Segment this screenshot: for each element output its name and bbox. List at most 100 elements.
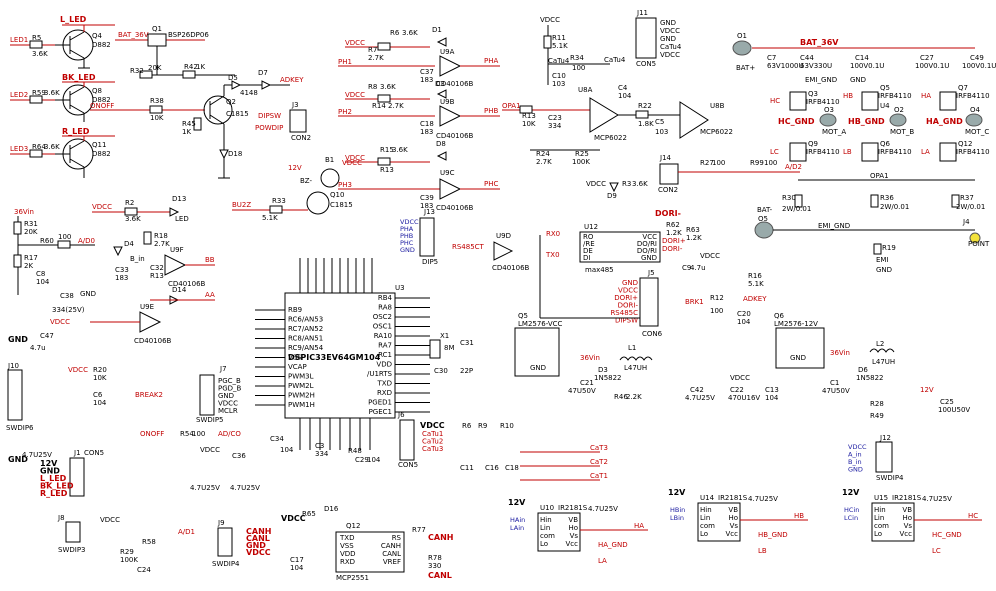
cs-vdcc: VDCC (540, 16, 560, 24)
gate-driver-pin-left: com (540, 532, 555, 540)
r11-val: 5.1K (552, 42, 568, 50)
ad1-label: A/D1 (178, 528, 195, 536)
gate-driver-in-h: HBin (670, 506, 685, 514)
r78-val: 330 (428, 562, 441, 570)
c4-val: 104 (618, 92, 632, 100)
ph3-label: PH3 (338, 181, 352, 189)
r13-ph-ref: R13 (380, 166, 394, 174)
c39-ref: C39 (420, 194, 434, 202)
u12-pin-right: DO/RI (637, 247, 657, 255)
j11-part: CON5 (636, 60, 656, 68)
gate-driver-pin-right: Ho (568, 524, 578, 532)
c7-ref: C7 (767, 54, 776, 62)
u9d-ref: U9D (496, 232, 511, 240)
c33-ref: C33 (115, 266, 129, 274)
j7-pin-label: VDCC (218, 400, 238, 408)
catu-label: CaTu3 (422, 445, 443, 453)
c30-ref: C30 (434, 367, 448, 375)
r65-ref: R65 (302, 510, 316, 518)
dipsw-label: DIPSW (258, 112, 281, 120)
mcu-pin-left-label: RC7/AN52 (288, 325, 323, 333)
gate-driver-chip (697, 502, 741, 542)
mcu-pin-right-label: OSC2 (373, 313, 392, 321)
d1-ref: D1 (432, 26, 442, 34)
point-pad (969, 232, 981, 244)
c49-ref: C49 (970, 54, 984, 62)
j6-r9: R9 (478, 422, 487, 430)
c38-ref: C38 (60, 292, 74, 300)
r27-val: 100 (712, 159, 725, 167)
gate-driver-pin-right: Vcc (726, 530, 739, 538)
c13-ref: C13 (765, 386, 779, 394)
c24-ref: C24 (137, 566, 151, 574)
c31-ref: C31 (460, 339, 474, 347)
c6-val: 104 (93, 399, 107, 407)
o3-ref: O3 (824, 106, 834, 114)
r19-ref: R19 (882, 244, 896, 252)
r62-ref: R62 (666, 221, 680, 229)
r62-val: 1.2K (666, 229, 682, 237)
l2-val: L47UH (872, 358, 895, 366)
r37-val: 2W/0.01 (956, 203, 985, 211)
gate-driver-lo-label: LC (932, 547, 941, 555)
r78-ref: R78 (428, 554, 442, 562)
mcu-pin-left-label: PWM3L (288, 373, 314, 381)
r2-val: 3.6K (125, 215, 141, 223)
mot-b-pad (889, 113, 907, 127)
u9a-part: CD40106B (436, 80, 474, 88)
q11-ref: Q11 (92, 141, 106, 149)
mcu-pin-right-label: VDD (376, 361, 392, 369)
canh-out: CANH (428, 533, 453, 542)
mcu-pin-right-label: OSC1 (373, 323, 392, 331)
r2-ref: R2 (125, 199, 134, 207)
r64-val: 3.6K (44, 143, 60, 151)
j13-phc: PHC (400, 239, 414, 247)
b1-ref: B1 (325, 156, 334, 164)
gate-driver-pin-left: Hin (874, 506, 886, 514)
gate-driver-pin-right: Vs (730, 522, 739, 530)
bat-minus-pad (754, 221, 774, 239)
mosfet-a-high: Q7 IRFB4110 HA (921, 84, 990, 111)
r45-val: 1K (182, 128, 191, 136)
q5-gnd: GND (530, 364, 546, 372)
c22-ref: C22 (730, 386, 744, 394)
r63-val: 1.2K (686, 234, 702, 242)
j11-vdcc2: VDCC (660, 51, 680, 59)
reg-q5-ref: Q5 (518, 312, 528, 320)
q2-ref: Q2 (226, 98, 236, 106)
r28-ref: R28 (870, 400, 884, 408)
c6-ref: C6 (93, 391, 103, 399)
reg-vdcc: VDCC (730, 374, 750, 382)
r22-val: 1.8K (638, 120, 654, 128)
catu4-label-2: CaTu4 (548, 57, 570, 65)
gate-driver-pin-left: com (874, 522, 889, 530)
bridge-gnd-2: GND (876, 266, 892, 274)
r7-ref: R7 (368, 46, 377, 54)
u12-part: max485 (585, 266, 614, 274)
r60-ref: R60 (40, 237, 54, 245)
mosfet-c-low: Q9 IRFB4110 LC (770, 140, 840, 162)
r54-val: 100 (192, 430, 205, 438)
mosfet-b-low: Q6 IRFB4110 LB (843, 140, 912, 162)
c14-val: 100V0.1U (850, 62, 884, 70)
gate-driver-chip (537, 512, 581, 552)
c3-val: 334 (315, 450, 329, 458)
c31-val: 22P (460, 367, 473, 375)
emi-label: EMI (876, 256, 889, 264)
reg-q6-ref: Q6 (774, 312, 785, 320)
adkey-label: ADKEY (280, 76, 304, 84)
r13-opamp-ref: R13 (150, 272, 164, 280)
j12-pin-label: B_in (848, 458, 862, 466)
buzzer-vdcc-label: VDCC (342, 159, 362, 167)
u12-pin-right: GND (641, 254, 657, 262)
b-in-label: B_in (130, 255, 145, 263)
j8-ref: J8 (57, 514, 65, 522)
d9-ref: D9 (607, 192, 617, 200)
j9-part: SWDIP4 (212, 560, 240, 568)
r99-ref: R99 (750, 159, 764, 167)
c9-ref: C9 (682, 264, 691, 272)
mot-a-label: MOT_A (822, 128, 846, 136)
buzzer-circuit: 12V B1 BZ- Q10 C1815 R33 5.1K BU2Z VDCC (232, 156, 362, 222)
